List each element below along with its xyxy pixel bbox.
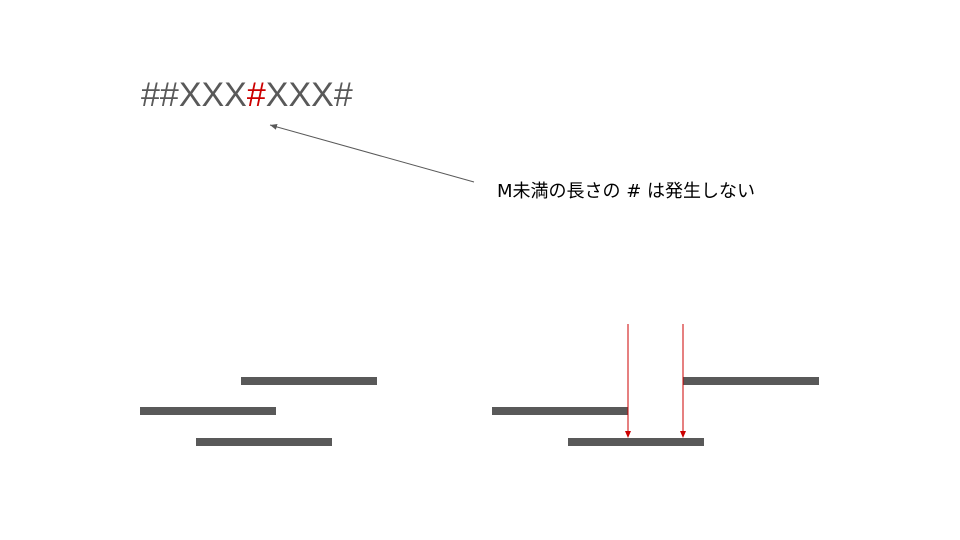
right-segment-middle — [492, 407, 628, 415]
annotation-note: M未満の長さの # は発生しない — [497, 181, 756, 202]
drop-arrows — [625, 324, 686, 438]
left-segment-bottom — [196, 438, 332, 446]
right-segment-bottom — [568, 438, 704, 446]
drop-arrow-left-head — [625, 431, 631, 438]
left-segment-top — [241, 377, 377, 385]
right-segment-top — [683, 377, 819, 385]
drop-arrow-right-head — [680, 431, 686, 438]
left-segment-group — [140, 377, 377, 446]
pattern-highlighted-hash: # — [246, 76, 266, 114]
right-segment-group — [492, 377, 819, 446]
pointer-arrow — [269, 123, 475, 183]
left-segment-middle — [140, 407, 276, 415]
hash-pattern-string: ##XXX#XXX# — [141, 73, 353, 117]
pattern-suffix: XXX# — [265, 76, 353, 114]
pattern-prefix: ##XXX — [141, 76, 247, 114]
